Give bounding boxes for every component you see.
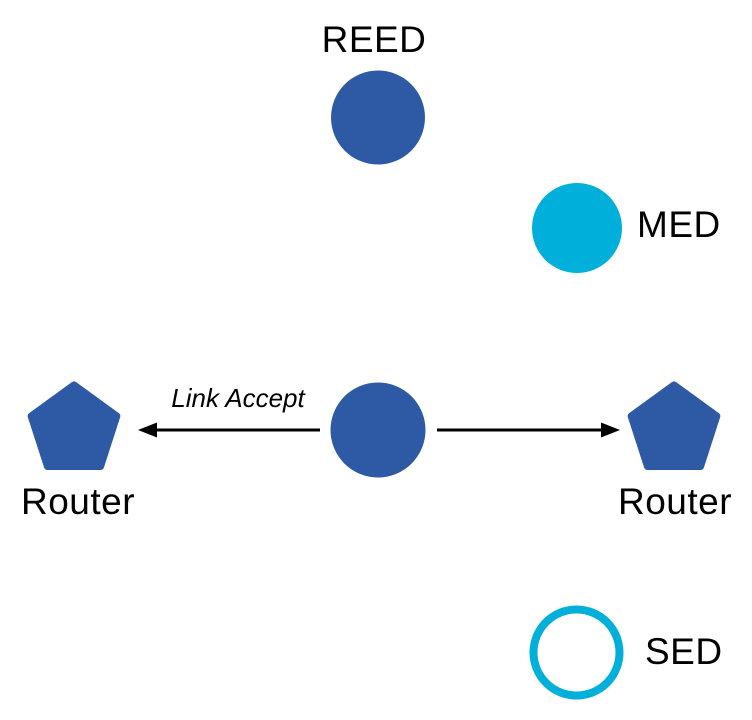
router-left-node-label: Router — [20, 481, 136, 522]
med-node-circle — [532, 183, 622, 273]
reed-node-circle — [331, 70, 425, 165]
reed-node-label: REED — [321, 19, 427, 60]
router-right-pentagon — [627, 381, 721, 470]
med-node-label: MED — [637, 204, 721, 245]
left-arrow — [138, 422, 320, 438]
router-left-pentagon — [27, 381, 121, 470]
right-arrowhead-icon — [601, 422, 620, 438]
sed-node-circle — [529, 605, 624, 700]
router-right-node-label: Router — [617, 481, 733, 522]
link-accept-edge-label: Link Accept — [171, 383, 305, 413]
left-arrowhead-icon — [138, 422, 157, 438]
center-node-circle — [330, 382, 426, 478]
right-arrow — [437, 422, 620, 438]
sed-node-label: SED — [645, 631, 723, 672]
